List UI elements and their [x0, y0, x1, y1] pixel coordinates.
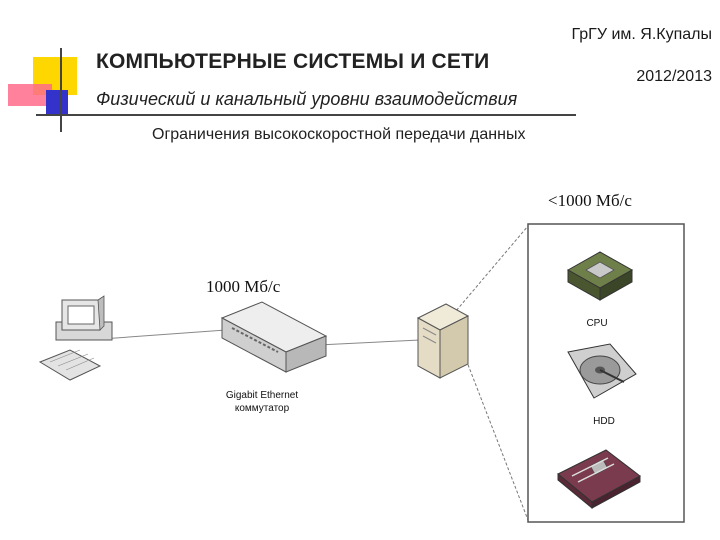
academic-year: 2012/2013: [636, 68, 712, 85]
lecture-subtitle: Физический и канальный уровни взаимодейс…: [96, 89, 518, 109]
bus-speed-label: <1000 Мб/с: [548, 191, 632, 210]
hdd-label: HDD: [593, 416, 615, 427]
network-speed-label: 1000 Мб/с: [206, 277, 281, 296]
decor-blue-square: [46, 90, 68, 116]
decor-horizontal-line: [36, 114, 576, 116]
course-title: КОМПЬЮТЕРНЫЕ СИСТЕМЫ И СЕТИ: [96, 50, 490, 73]
switch-label-line2: коммутатор: [235, 403, 290, 414]
cpu-label: CPU: [586, 318, 607, 329]
hdd-icon: [567, 343, 637, 399]
cpu-icon: [566, 251, 634, 301]
university-name: ГрГУ им. Я.Купалы: [571, 26, 712, 43]
motherboard-icon: [557, 449, 641, 510]
link-switch-server: [317, 339, 421, 346]
server-icon: [416, 303, 470, 379]
switch-label-line1: Gigabit Ethernet: [226, 390, 298, 401]
slide-heading: Ограничения высокоскоростной передачи да…: [152, 126, 526, 143]
computer-icon: [38, 295, 113, 381]
decor-vertical-line: [60, 48, 62, 132]
decor-pink-square: [8, 84, 52, 106]
switch-icon: [220, 301, 328, 373]
